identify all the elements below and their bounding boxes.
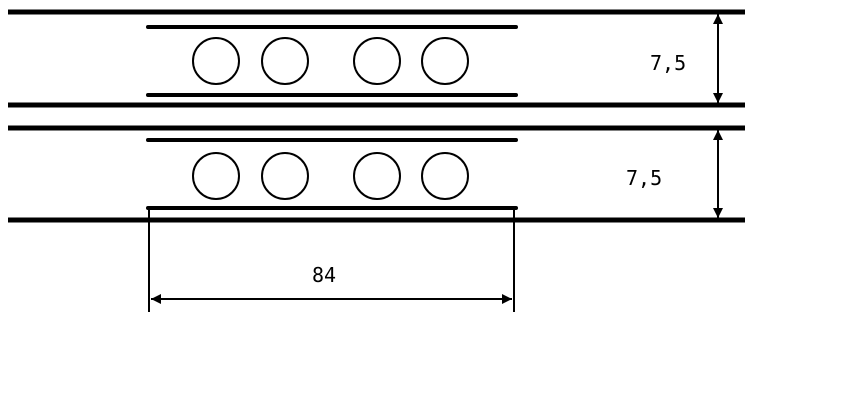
lower-hole-2 [261, 152, 309, 200]
width-dimension: 84 [148, 208, 515, 312]
lower-height-label: 7,5 [626, 166, 662, 190]
upper-height-dimension: 7,5 [650, 13, 723, 103]
upper-hole-3 [353, 37, 401, 85]
upper-hole-2 [261, 37, 309, 85]
width-label: 84 [312, 263, 336, 287]
lower-hole-1 [192, 152, 240, 200]
lower-layer [8, 125, 745, 223]
upper-height-label: 7,5 [650, 51, 686, 75]
upper-layer [8, 9, 745, 108]
lower-hole-4 [421, 152, 469, 200]
lower-height-dimension: 7,5 [626, 130, 723, 218]
upper-hole-1 [192, 37, 240, 85]
lower-hole-3 [353, 152, 401, 200]
upper-hole-4 [421, 37, 469, 85]
